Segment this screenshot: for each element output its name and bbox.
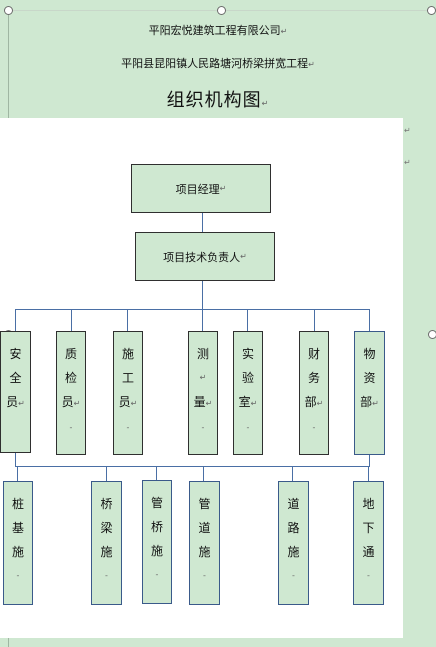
drop-team-4 <box>203 466 204 481</box>
team-road[interactable]: 道 路 施 - <box>278 481 309 605</box>
team-bus <box>15 466 369 467</box>
drop-dept-6 <box>314 309 315 331</box>
project-manager-box[interactable]: 项目经理↵ <box>131 164 271 213</box>
connector-left-down <box>15 453 16 467</box>
connector-tech-bus <box>202 280 203 310</box>
drop-team-3 <box>156 466 157 481</box>
team-pipeline[interactable]: 管 道 施 - <box>189 481 220 605</box>
dept-laboratory[interactable]: 实 验 室↵ - <box>233 331 263 455</box>
dept-finance[interactable]: 财 务 部↵ - <box>299 331 329 455</box>
project-name: 平阳县昆阳镇人民路塘河桥梁拼宽工程↵ <box>121 57 315 70</box>
project-manager-label: 项目经理 <box>175 182 220 196</box>
resize-handle-top-center[interactable] <box>217 6 226 15</box>
connector-right-down <box>369 455 370 467</box>
drop-dept-4 <box>202 309 203 331</box>
tech-lead-box[interactable]: 项目技术负责人↵ <box>135 232 275 281</box>
company-name: 平阳宏悦建筑工程有限公司↵ <box>148 24 288 37</box>
drop-dept-7 <box>369 309 370 331</box>
dept-construction-officer[interactable]: 施 工 员↵ - <box>113 331 143 455</box>
drop-dept-1 <box>15 309 16 331</box>
drop-dept-5 <box>247 309 248 331</box>
dept-safety-officer[interactable]: 安 全 员↵ <box>0 331 31 453</box>
para-mark-right-1: ↵ <box>404 126 411 135</box>
drop-dept-2 <box>71 309 72 331</box>
connector-manager-tech <box>202 212 203 232</box>
team-bridge[interactable]: 桥 梁 施 - <box>91 481 122 605</box>
drop-team-1 <box>17 466 18 481</box>
resize-handle-mid-right[interactable] <box>428 330 436 339</box>
resize-handle-top-left[interactable] <box>4 6 13 15</box>
department-bus <box>15 309 369 310</box>
drop-dept-3 <box>127 309 128 331</box>
drop-team-6 <box>368 466 369 481</box>
resize-handle-top-right[interactable] <box>427 6 436 15</box>
dept-materials[interactable]: 物 资 部↵ <box>354 331 385 455</box>
para-mark-right-2: ↵ <box>404 158 411 167</box>
page-title: 组织机构图↵ <box>166 90 270 111</box>
drop-team-2 <box>106 466 107 481</box>
dept-quality-inspector[interactable]: 质 检 员↵ - <box>56 331 86 455</box>
team-pile-foundation[interactable]: 桩 基 施 - <box>3 481 33 605</box>
tech-lead-label: 项目技术负责人 <box>163 250 241 264</box>
dept-survey[interactable]: 测 ↵ 量↵ - <box>188 331 218 455</box>
team-pipe-bridge[interactable]: 管 桥 施 - <box>142 480 172 604</box>
team-underpass[interactable]: 地 下 通 - <box>353 481 384 605</box>
drop-team-5 <box>292 466 293 481</box>
